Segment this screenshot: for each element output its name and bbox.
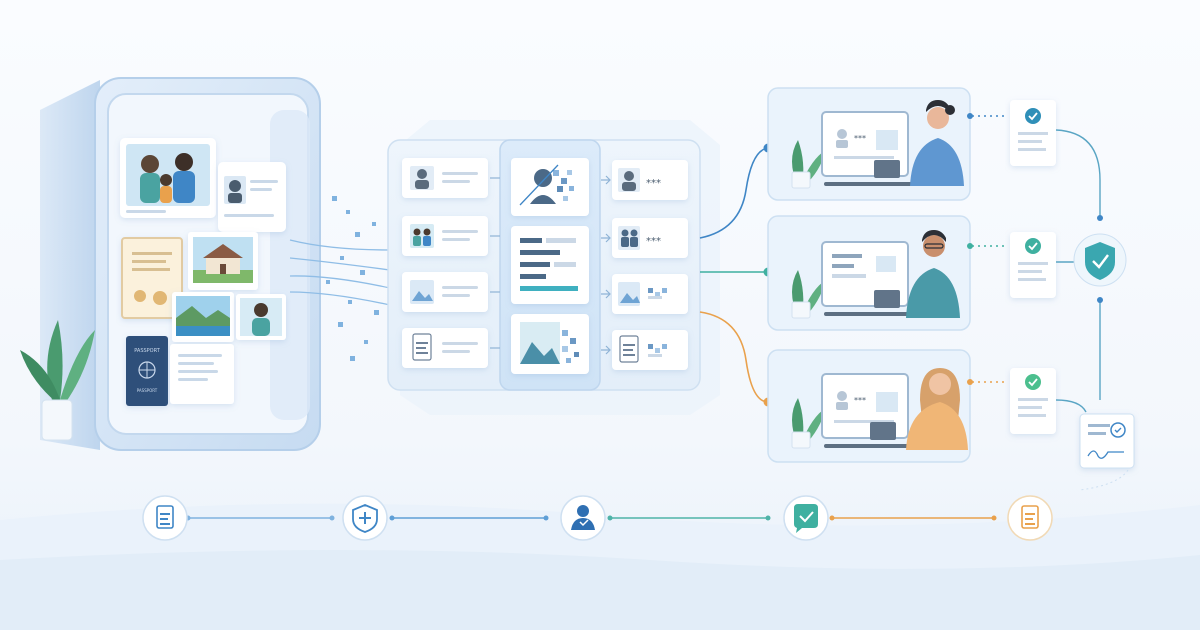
input-card-image — [402, 272, 488, 312]
reviewer-workstation-3: *** — [767, 349, 971, 463]
dotted-connectors — [972, 115, 1008, 383]
particle-stream — [326, 196, 379, 361]
input-card-profile — [402, 158, 488, 198]
landscape-photo — [172, 292, 234, 342]
pipeline-chat-check-icon — [783, 495, 829, 541]
id-card — [218, 162, 286, 232]
verified-doc-2 — [1010, 232, 1056, 298]
passport-title: PASSPORT — [134, 348, 161, 354]
masked-text-screen-3: *** — [854, 396, 866, 405]
output-card-document — [612, 330, 688, 370]
image-redaction-card — [511, 314, 589, 374]
masked-text-1: *** — [646, 178, 661, 189]
house-photo — [188, 232, 258, 290]
certificate-document — [121, 237, 183, 319]
reviewer-workstation-1: *** — [767, 87, 971, 201]
pipeline-shield-plus-icon — [342, 495, 388, 541]
reviewer-workstation-2 — [767, 215, 971, 331]
input-card-document — [402, 328, 488, 368]
masked-text-screen-1: *** — [854, 134, 866, 143]
verified-doc-3 — [1010, 368, 1056, 434]
output-card-profile: *** — [612, 160, 688, 200]
processing-panel: *** *** — [387, 120, 720, 415]
pipeline-document-orange-icon — [1007, 495, 1053, 541]
family-photo-card — [120, 138, 216, 218]
document-sheet — [170, 344, 234, 404]
bottom-pipeline — [142, 495, 1053, 541]
input-card-family — [402, 216, 488, 256]
masked-text-2: *** — [646, 236, 661, 247]
plant-left — [20, 320, 95, 441]
flow-lines-left — [289, 239, 391, 306]
signed-document-icon — [1079, 413, 1135, 469]
face-redaction-card — [511, 158, 589, 216]
text-redaction-card — [511, 226, 589, 304]
passport-subtitle: PASSPORT — [137, 388, 158, 393]
column-arrows — [490, 175, 611, 355]
output-card-family: *** — [612, 218, 688, 258]
floor-wave-lower — [0, 550, 1200, 630]
document-vault: PASSPORT PASSPORT — [40, 77, 321, 451]
person-photo — [236, 294, 286, 340]
verified-doc-1 — [1010, 100, 1056, 166]
pipeline-user-icon — [560, 495, 606, 541]
pipeline-document-icon — [142, 495, 188, 541]
verified-shield-icon — [1073, 233, 1127, 287]
passport: PASSPORT PASSPORT — [126, 336, 168, 406]
branch-connectors — [699, 147, 769, 403]
output-card-image — [612, 274, 688, 314]
signed-doc-trail — [1079, 469, 1129, 491]
